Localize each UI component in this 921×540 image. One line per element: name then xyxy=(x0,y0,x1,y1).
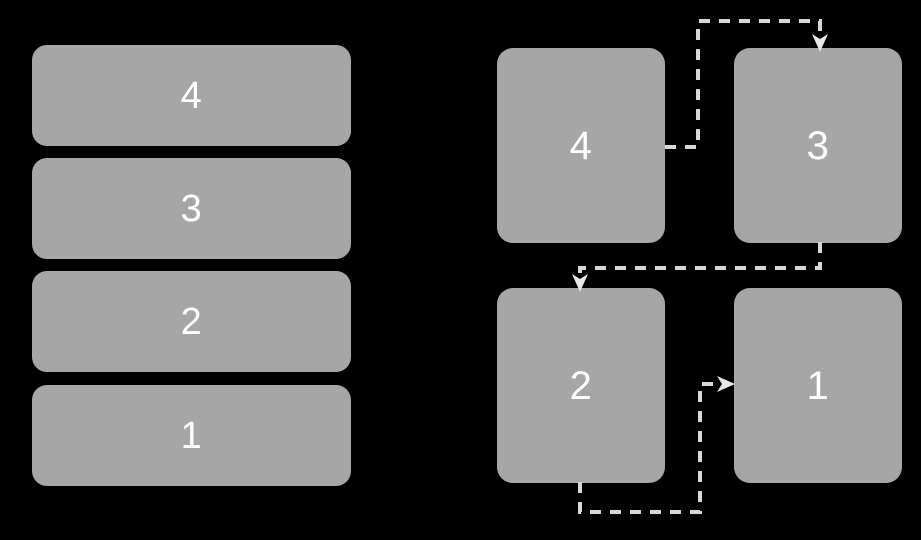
stack-card-label: 3 xyxy=(180,187,203,230)
grid-card-1[interactable]: 1 xyxy=(734,288,902,483)
stack-card-label: 2 xyxy=(180,300,203,343)
grid-card-label: 2 xyxy=(569,363,593,408)
grid-card-2[interactable]: 2 xyxy=(497,288,665,483)
stack-card-2[interactable]: 2 xyxy=(32,271,351,372)
grid-card-4[interactable]: 4 xyxy=(497,48,665,243)
grid-card-3[interactable]: 3 xyxy=(734,48,902,243)
connector-3-to-2 xyxy=(578,242,822,279)
grid-card-label: 1 xyxy=(806,363,830,408)
stack-card-3[interactable]: 3 xyxy=(32,158,351,259)
grid-card-label: 3 xyxy=(806,123,830,168)
arrowhead-into-1 xyxy=(717,376,735,392)
stack-card-label: 1 xyxy=(180,414,203,457)
stack-card-label: 4 xyxy=(180,74,203,117)
grid-card-label: 4 xyxy=(569,123,593,168)
stack-card-4[interactable]: 4 xyxy=(32,45,351,146)
stack-card-1[interactable]: 1 xyxy=(32,385,351,486)
